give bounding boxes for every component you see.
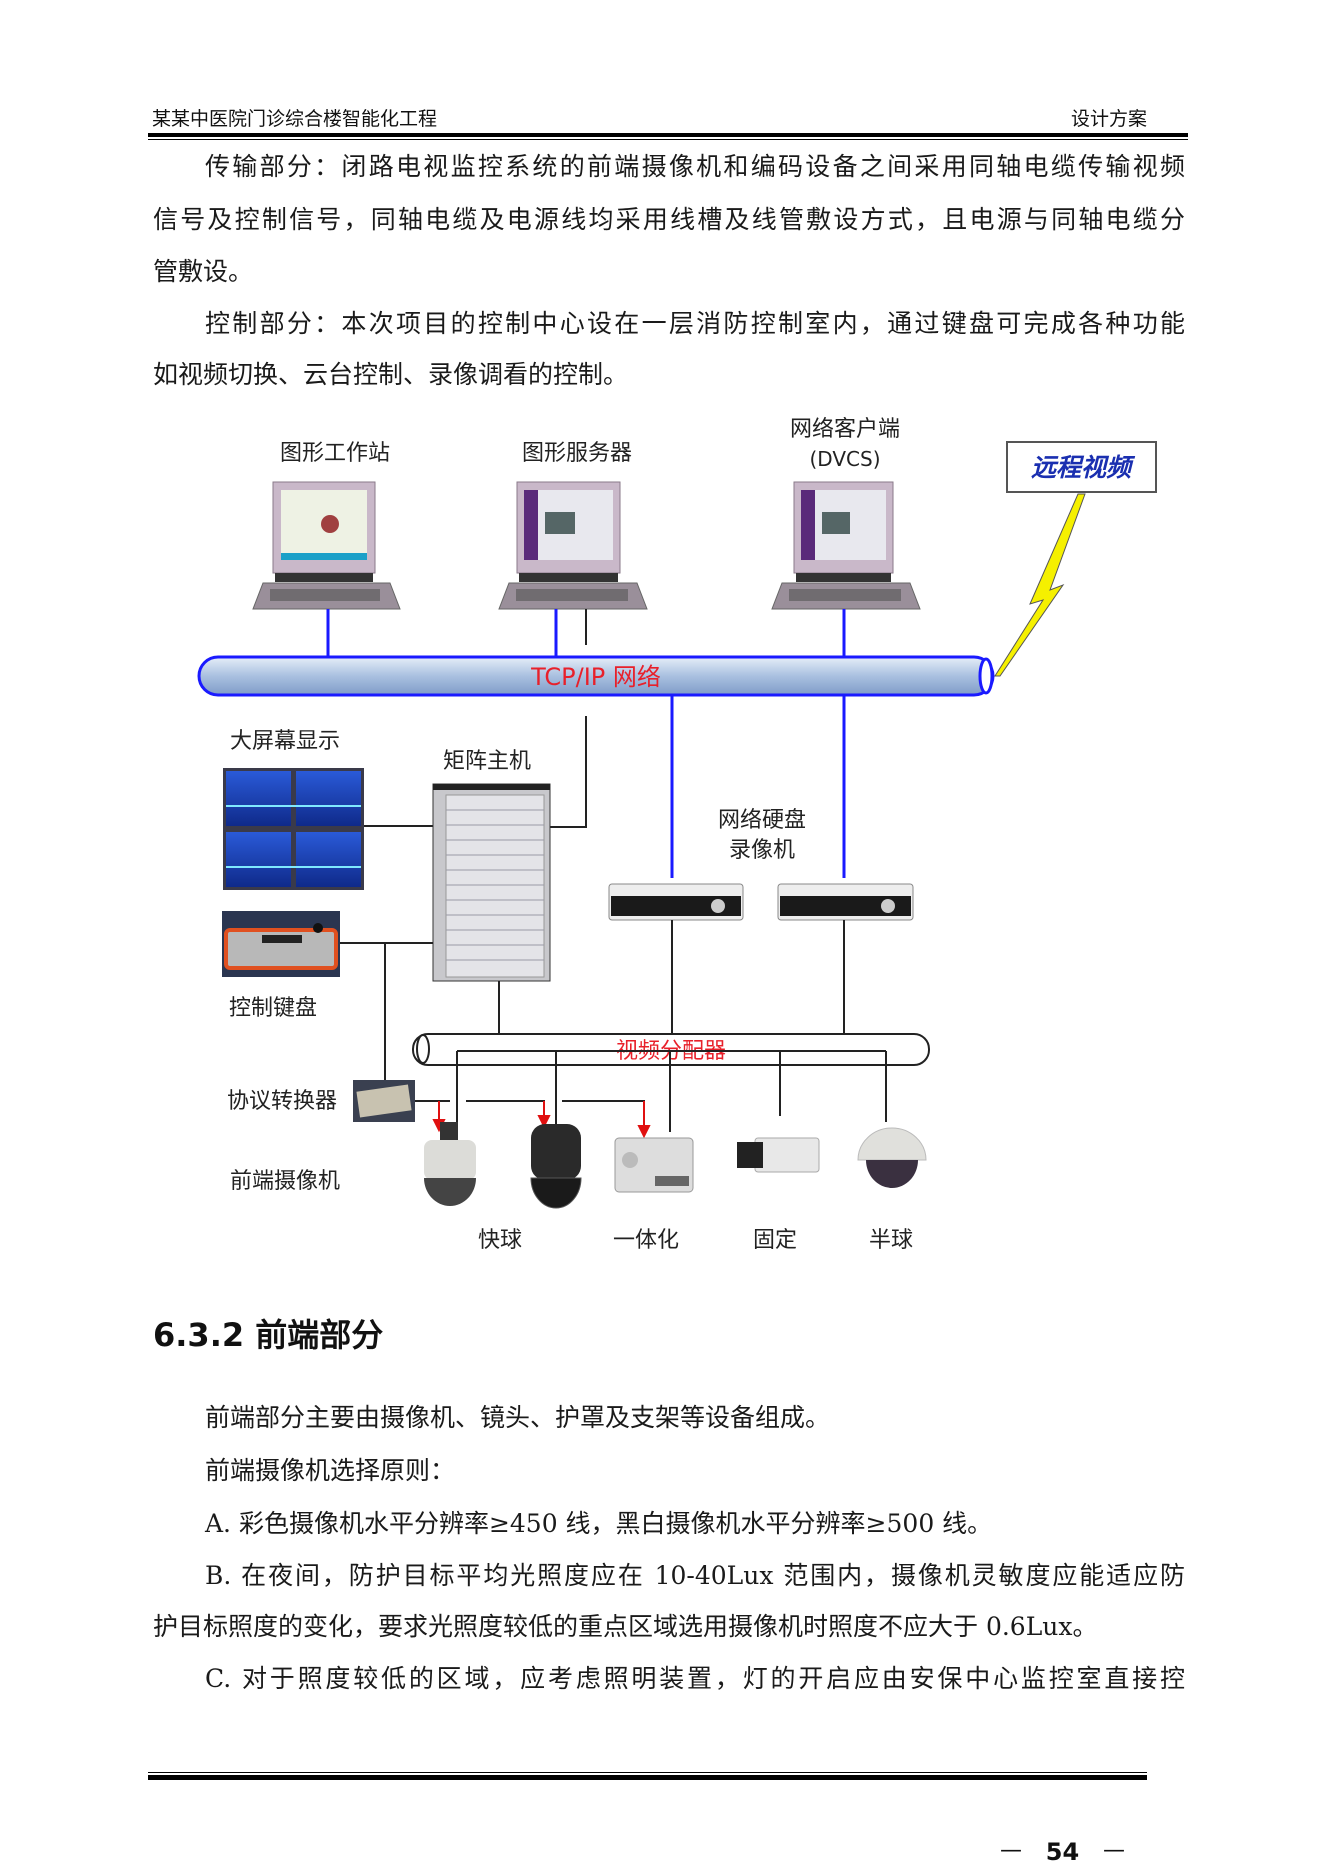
camera-speed-dome-1 [424, 1122, 476, 1206]
label-keyboard: 控制键盘 [229, 996, 317, 1021]
tcpip-network-pipe [197, 655, 995, 697]
workstation-computer [252, 481, 401, 610]
section-heading: 6.3.2 前端部分 [153, 1316, 384, 1354]
label-cam-dome: 半球 [869, 1228, 913, 1253]
video-links [498, 920, 845, 1051]
label-big-screen: 大屏幕显示 [230, 729, 340, 754]
matrix-host [432, 783, 551, 982]
page-dash-right: — [1103, 1838, 1125, 1863]
camera-speed-dome-2 [530, 1124, 582, 1209]
lightning-icon [994, 493, 1086, 677]
label-cam-fixed: 固定 [753, 1228, 797, 1253]
intro-p2-l1: 控制部分：本次项目的控制中心设在一层消防控制室内，通过键盘可完成各种功能 [205, 309, 1185, 338]
label-nvr: 网络硬盘 [718, 808, 806, 833]
label-cam-speed: 快球 [478, 1228, 522, 1253]
section-p4-l1: B. 在夜间，防护目标平均光照度应在 10-40Lux 范围内，摄像机灵敏度应能… [205, 1561, 1185, 1590]
header-section: 设计方案 [1071, 108, 1148, 130]
page-number: — 54 — [1000, 1838, 1125, 1866]
section-p3: A. 彩色摄像机水平分辨率≥450 线，黑白摄像机水平分辨率≥500 线。 [205, 1509, 993, 1538]
label-workstation: 图形工作站 [280, 441, 390, 466]
label-protocol-converter: 协议转换器 [227, 1089, 337, 1114]
nvr-recorder-2 [777, 883, 914, 921]
intro-p1-l1: 传输部分：闭路电视监控系统的前端摄像机和编码设备之间采用同轴电缆传输视频 [205, 152, 1185, 181]
label-client: 网络客户端 [790, 417, 900, 442]
label-remote-video: 远程视频 [1031, 453, 1136, 482]
control-arrows [415, 1100, 651, 1139]
label-cam-integrated: 一体化 [613, 1228, 679, 1253]
footer-rule-thin [148, 1772, 1147, 1773]
camera-fixed [737, 1137, 820, 1173]
label-client-dvcs: (DVCS) [810, 447, 881, 471]
camera-integrated [614, 1137, 694, 1193]
protocol-converter [353, 1080, 415, 1122]
section-p4-l2: 护目标照度的变化，要求光照度较低的重点区域选用摄像机时照度不应大于 0.6Lux… [153, 1612, 1098, 1641]
page-dash-left: — [1000, 1838, 1022, 1863]
page-number-value: 54 [1045, 1838, 1080, 1866]
intro-p1-l3: 管敷设。 [153, 257, 254, 286]
label-front-camera: 前端摄像机 [230, 1169, 340, 1194]
intro-p1-l2: 信号及控制信号，同轴电缆及电源线均采用线槽及线管敷设方式，且电源与同轴电缆分 [153, 205, 1185, 234]
client-computer [771, 481, 921, 610]
label-server: 图形服务器 [522, 441, 632, 466]
server-computer [498, 481, 648, 610]
intro-p2-l2: 如视频切换、云台控制、录像调看的控制。 [153, 360, 629, 389]
header-title: 某某中医院门诊综合楼智能化工程 [152, 108, 438, 130]
footer-rule [148, 1775, 1147, 1780]
header-rule-thin [148, 139, 1188, 140]
camera-dome [857, 1127, 927, 1188]
network-links [326, 609, 846, 878]
big-screen-display [223, 768, 364, 890]
section-p2: 前端摄像机选择原则： [205, 1456, 456, 1485]
header-rule [148, 133, 1188, 137]
section-p1: 前端部分主要由摄像机、镜头、护罩及支架等设备组成。 [205, 1403, 831, 1432]
control-keyboard [222, 911, 340, 977]
server-matrix-link [550, 716, 587, 828]
label-tcpip: TCP/IP 网络 [530, 663, 661, 691]
section-p5-l1: C. 对于照度较低的区域，应考虑照明装置，灯的开启应由安保中心监控室直接控 [205, 1664, 1185, 1693]
nvr-recorder-1 [608, 883, 744, 921]
remote-video-box [1006, 441, 1157, 493]
label-nvr-2: 录像机 [729, 838, 795, 863]
label-matrix: 矩阵主机 [443, 749, 531, 774]
